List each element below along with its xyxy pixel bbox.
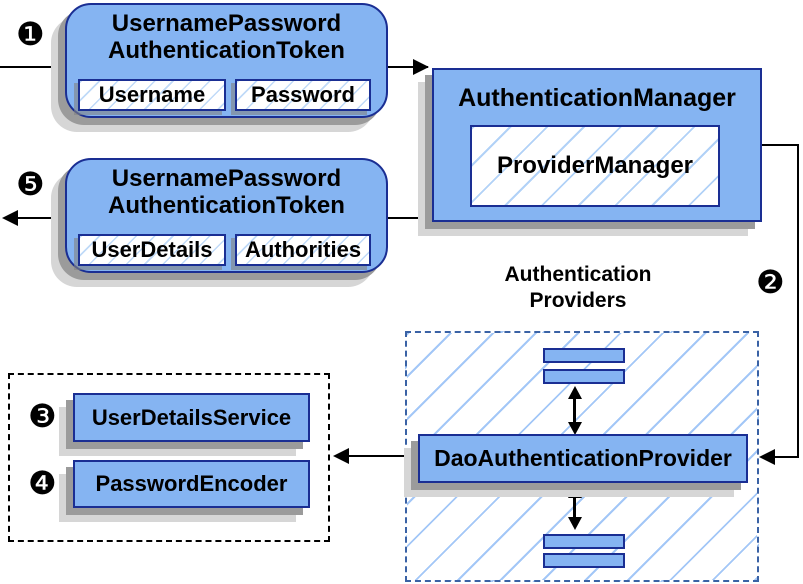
token-request-fields: Username Password	[78, 79, 371, 111]
arrow-up-icon	[568, 485, 582, 498]
step-4-badge: ❹	[28, 465, 57, 501]
authentication-providers-label: Authentication Providers	[504, 263, 652, 312]
step-3-badge: ❸	[28, 398, 57, 434]
arrow-left-icon	[2, 210, 18, 226]
authentication-manager-box: AuthenticationManager ProviderManager	[432, 68, 762, 222]
double-arrow-shaft	[573, 397, 576, 425]
provider-placeholder-bar	[543, 553, 625, 568]
authentication-manager-title: AuthenticationManager	[458, 84, 736, 112]
token-response-title: UsernamePassword AuthenticationToken	[108, 165, 345, 219]
username-field: Username	[78, 79, 226, 111]
double-arrow-shaft	[573, 496, 576, 520]
dao-authentication-provider-box: DaoAuthenticationProvider	[418, 434, 748, 483]
authentication-providers-container: DaoAuthenticationProvider	[405, 331, 759, 582]
provider-placeholder-bar	[543, 348, 625, 363]
arrow-up-icon	[568, 386, 582, 399]
password-encoder-box: PasswordEncoder	[73, 460, 310, 508]
arrow-down-icon	[568, 422, 582, 435]
connector-step2-vertical	[797, 144, 799, 458]
step-5-badge: ❺	[16, 166, 45, 202]
services-container: ❸ UserDetailsService ❹ PasswordEncoder	[8, 373, 330, 542]
provider-manager-box: ProviderManager	[470, 125, 720, 207]
step-1-badge: ❶	[16, 16, 45, 52]
password-field: Password	[235, 79, 371, 111]
arrow-left-icon	[759, 449, 775, 465]
username-password-token-request-box: UsernamePassword AuthenticationToken Use…	[65, 3, 388, 118]
connector-services-line	[348, 455, 418, 457]
connector-step2-top	[758, 144, 799, 146]
step-2-badge: ❷	[756, 264, 785, 300]
token-request-title: UsernamePassword AuthenticationToken	[108, 10, 345, 64]
connector-step2-bottom	[774, 456, 799, 458]
provider-placeholder-bar	[543, 369, 625, 384]
authorities-field: Authorities	[235, 234, 371, 266]
arrow-down-icon	[568, 517, 582, 530]
token-response-fields: UserDetails Authorities	[78, 234, 371, 266]
user-details-service-box: UserDetailsService	[73, 393, 310, 442]
provider-placeholder-bar	[543, 534, 625, 549]
arrow-right-icon	[413, 59, 429, 75]
user-details-field: UserDetails	[78, 234, 226, 266]
username-password-token-response-box: UsernamePassword AuthenticationToken Use…	[65, 158, 388, 273]
arrow-left-icon	[333, 448, 349, 464]
